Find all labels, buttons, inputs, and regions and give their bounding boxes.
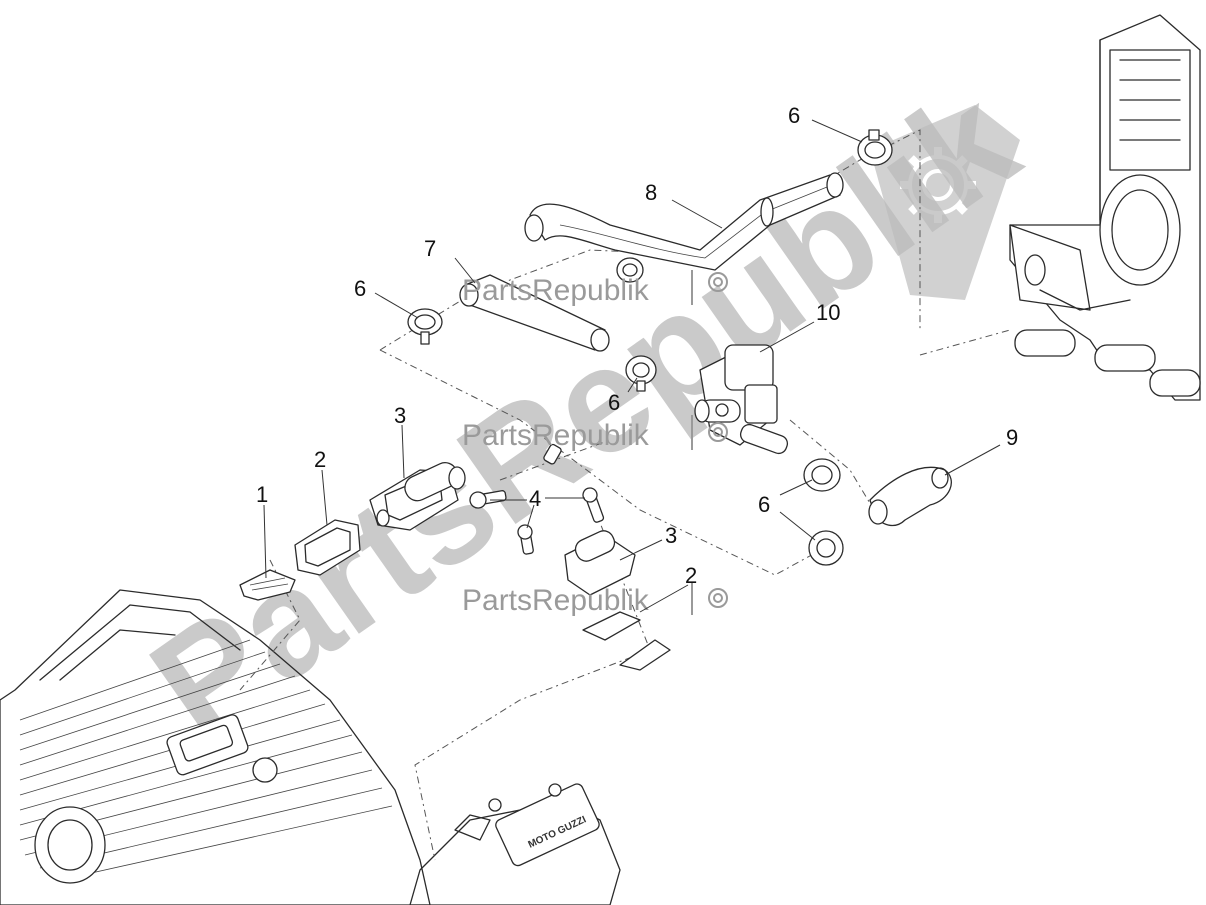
svg-text:PartsRepublik: PartsRepublik [462,274,650,307]
svg-text:PartsRepublik: PartsRepublik [462,419,650,452]
callout-6-right: 6 [758,492,770,517]
part-9-elbow-hose [868,466,952,527]
watermark-small-3: PartsRepublik [462,582,728,617]
callout-1: 1 [256,482,268,507]
callout-6-middle: 6 [608,390,620,415]
gear-icon [708,422,728,442]
callout-2-lower: 2 [685,563,697,588]
engine-rocker-cover: MOTO GUZZI [409,783,621,905]
part-2-gasket [294,519,361,576]
watermark-small-1: PartsRepublik [462,270,728,307]
svg-text:PartsRepublik: PartsRepublik [462,584,650,617]
engine-cylinder-head [0,589,431,905]
part-2-gasket-lower [582,611,671,671]
part-3-valve-cover-lower [564,530,636,596]
part-8-long-hose [524,172,844,271]
callout-2: 2 [314,447,326,472]
callout-9: 9 [1006,425,1018,450]
part-4-screws [469,443,605,555]
callout-8: 8 [645,180,657,205]
watermark-flag-logo [870,105,1020,300]
callout-3-lower: 3 [665,523,677,548]
callout-7: 7 [424,236,436,261]
callout-labels: 1 2 2 3 3 4 6 6 6 6 7 8 9 10 [256,103,1018,588]
callout-6-top: 6 [788,103,800,128]
leader-lines [263,119,1001,613]
part-6-hose-clamps [407,129,893,566]
callout-4: 4 [529,486,541,511]
watermark-small-2: PartsRepublik [462,415,728,452]
gear-icon [708,272,728,292]
watermark-large: PartsRepublik [122,55,1045,771]
part-3-valve-housing [369,462,466,531]
part-7-short-hose [459,274,610,352]
gear-icon [900,147,976,223]
part-1-reed-plate [239,569,296,601]
gear-icon [708,588,728,608]
callout-10: 10 [816,300,840,325]
callout-6-left: 6 [354,276,366,301]
callout-3: 3 [394,403,406,428]
engine-head-right [1009,14,1201,401]
